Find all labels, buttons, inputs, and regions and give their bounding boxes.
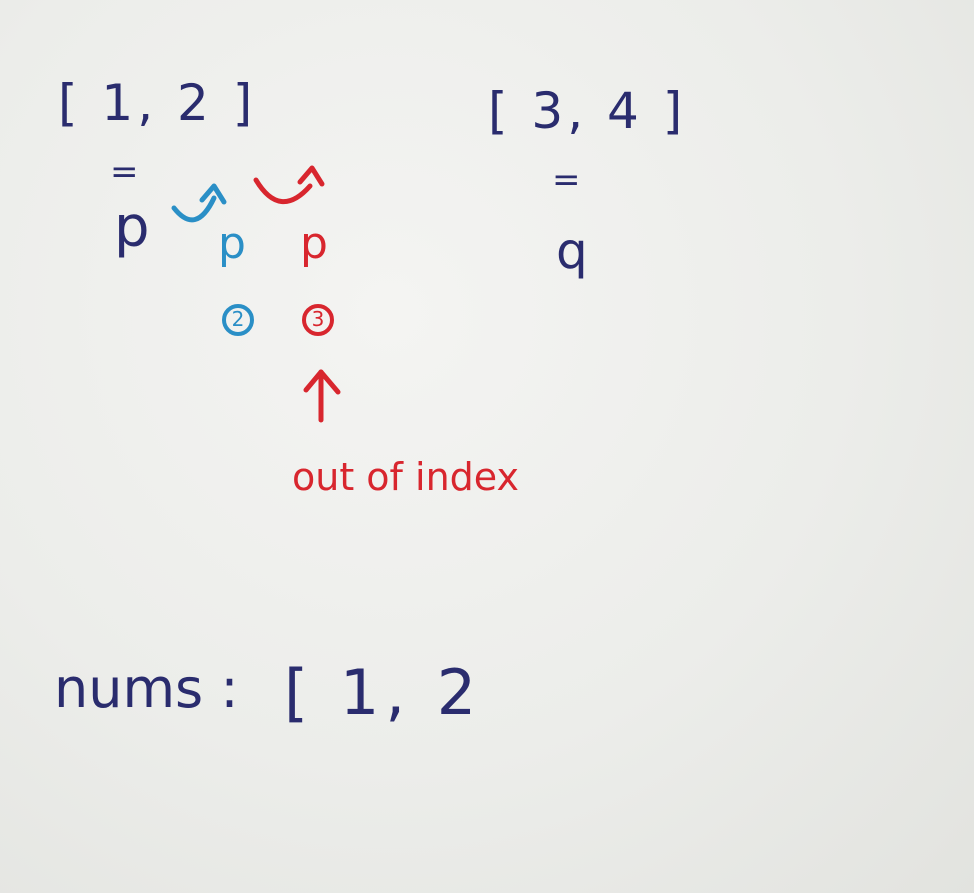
blue-pointer-p: p [218, 218, 246, 269]
blue-arrowhead [199, 183, 227, 205]
blue-step-circle [222, 304, 254, 336]
out-of-index-note: out of index [292, 455, 519, 499]
red-pointer-p: p [300, 218, 328, 269]
red-step-number: 3 [311, 307, 325, 331]
right-equals-sign: = [552, 160, 581, 200]
blue-step-number: 2 [231, 307, 245, 331]
right-pointer-q: q [556, 222, 588, 280]
blue-curved-arrow [171, 195, 217, 223]
left-equals-sign: = [110, 152, 139, 192]
nums-partial-array: [ 1, 2 [284, 656, 483, 729]
red-up-arrowhead [303, 369, 341, 395]
nums-label: nums : [54, 657, 239, 720]
left-array-text: [ 1, 2 ] [58, 74, 257, 132]
red-arrowhead-top [297, 165, 325, 187]
right-array-text: [ 3, 4 ] [488, 82, 687, 140]
left-pointer-p: p [114, 195, 150, 260]
red-curved-arrow [253, 177, 313, 205]
red-step-circle [302, 304, 334, 336]
